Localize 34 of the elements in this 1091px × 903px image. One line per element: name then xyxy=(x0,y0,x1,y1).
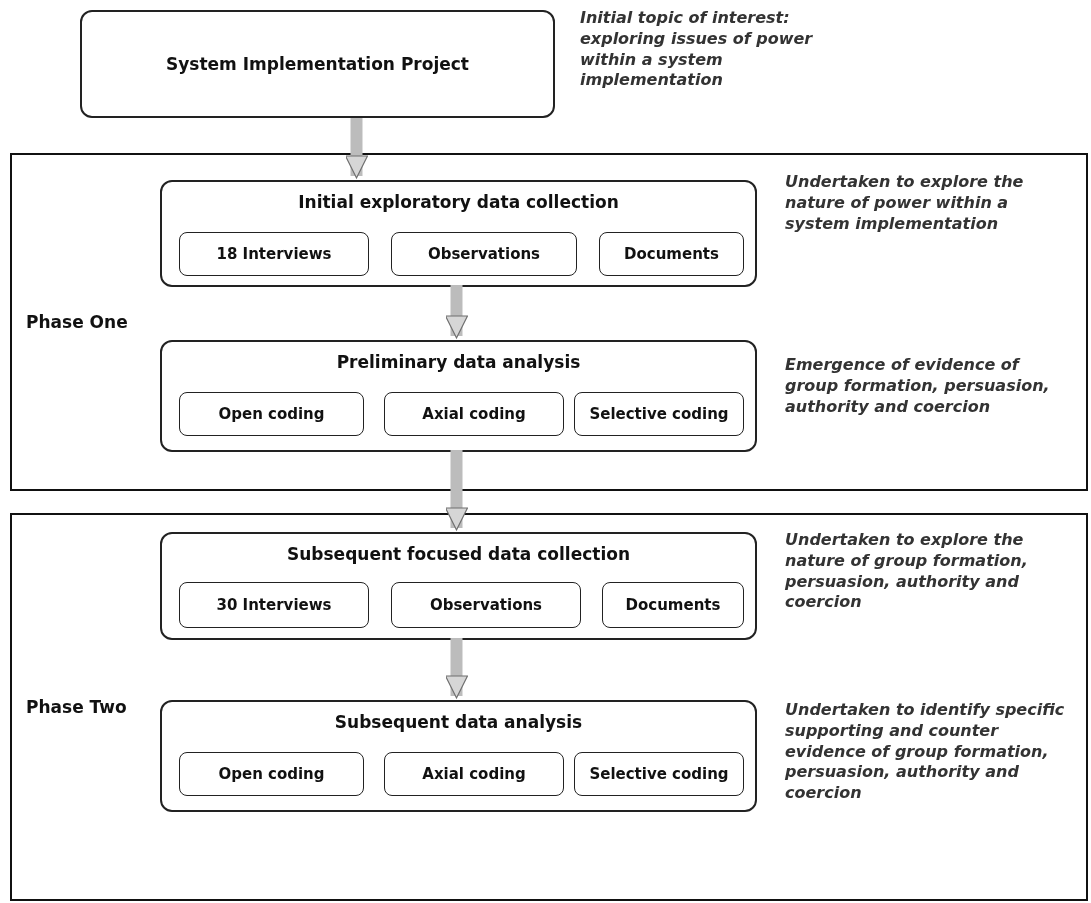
method-box: Documents xyxy=(602,582,744,628)
annotation-text: Undertaken to identify specific supporting and counter evidence of group formation, persuasion, authority and coercion xyxy=(785,700,1066,804)
method-box: 30 Interviews xyxy=(179,582,369,628)
method-box: Selective coding xyxy=(574,752,744,796)
annotation-text: Initial topic of interest: exploring issues of power within a system implementation xyxy=(580,8,814,92)
method-box: Documents xyxy=(599,232,744,276)
stage-title: Preliminary data analysis xyxy=(335,352,582,372)
stage-box xyxy=(160,340,757,452)
stage-box xyxy=(160,532,757,640)
annotation-text: Undertaken to explore the nature of group formation, persuasion, authority and coercion xyxy=(785,530,1029,614)
arrow xyxy=(444,638,469,699)
annotation-text: Emergence of evidence of group formation, persuasion, authority and coercion xyxy=(785,355,1051,418)
method-box: Axial coding xyxy=(384,752,564,796)
stage-title: Subsequent data analysis xyxy=(333,712,584,732)
method-box: Observations xyxy=(391,582,581,628)
method-box: Axial coding xyxy=(384,392,564,436)
annotation-text: Undertaken to explore the nature of power within a system implementation xyxy=(785,172,1025,235)
phase-frame xyxy=(10,513,1088,901)
method-box: Selective coding xyxy=(574,392,744,436)
method-box: Open coding xyxy=(179,392,364,436)
stage-title: Subsequent focused data collection xyxy=(286,544,631,564)
arrow xyxy=(344,118,369,179)
phase-frame xyxy=(10,153,1088,491)
phase-label: Phase Two xyxy=(26,697,127,717)
stage-box xyxy=(160,180,757,287)
phase-label: Phase One xyxy=(26,312,128,332)
arrow xyxy=(444,450,469,531)
stage-box xyxy=(160,700,757,812)
method-box: Observations xyxy=(391,232,577,276)
process-box: System Implementation Project xyxy=(80,10,555,118)
stage-title: Initial exploratory data collection xyxy=(297,192,620,212)
method-box: Open coding xyxy=(179,752,364,796)
method-box: 18 Interviews xyxy=(179,232,369,276)
arrow xyxy=(444,285,469,339)
